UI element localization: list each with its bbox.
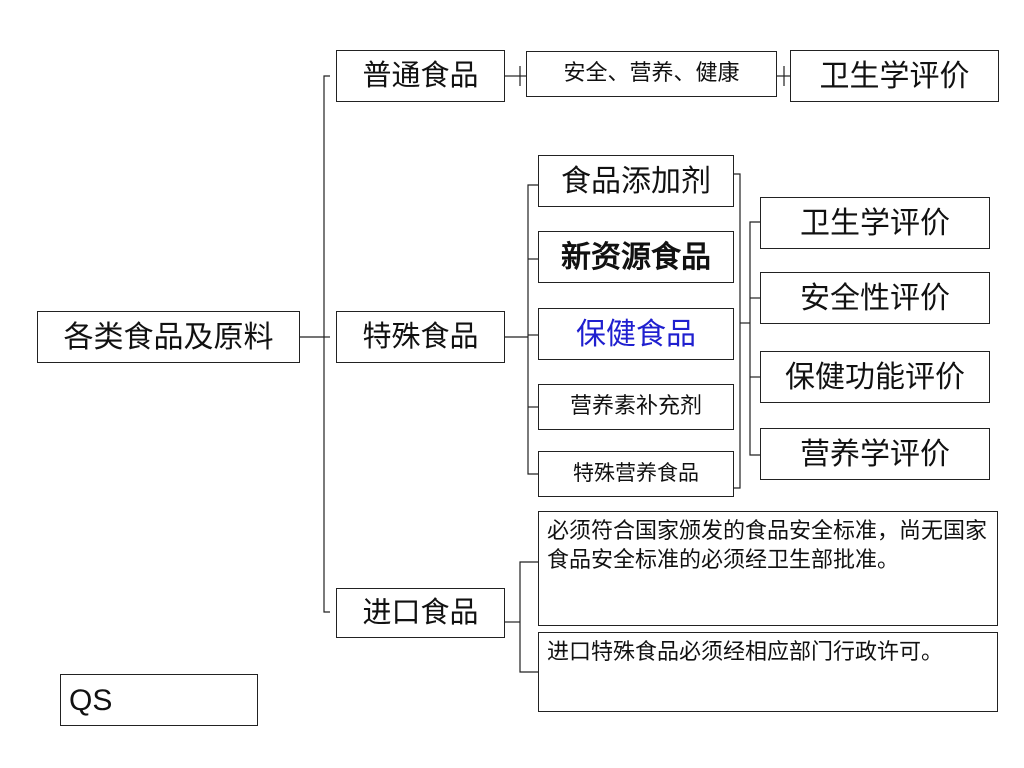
- imported-note-standards: 必须符合国家颁发的食品安全标准，尚无国家食品安全标准的必须经卫生部批准。: [538, 511, 998, 626]
- special-item-special-nutrition-food: 特殊营养食品: [538, 451, 734, 497]
- category-imported-food: 进口食品: [336, 588, 505, 638]
- ordinary-evaluation-hygiene: 卫生学评价: [790, 50, 999, 102]
- special-item-food-additive: 食品添加剂: [538, 155, 734, 207]
- evaluation-hygiene: 卫生学评价: [760, 197, 990, 249]
- evaluation-health-function: 保健功能评价: [760, 351, 990, 403]
- special-item-nutrient-supplement: 营养素补充剂: [538, 384, 734, 430]
- evaluation-safety: 安全性评价: [760, 272, 990, 324]
- ordinary-attributes: 安全、营养、健康: [526, 51, 777, 97]
- category-special-food: 特殊食品: [336, 311, 505, 363]
- evaluation-nutrition: 营养学评价: [760, 428, 990, 480]
- special-item-new-resource-food: 新资源食品: [538, 231, 734, 283]
- imported-note-license: 进口特殊食品必须经相应部门行政许可。: [538, 632, 998, 712]
- qs-label-box: QS: [60, 674, 258, 726]
- root-node: 各类食品及原料: [37, 311, 300, 363]
- category-ordinary-food: 普通食品: [336, 50, 505, 102]
- special-item-health-food: 保健食品: [538, 308, 734, 360]
